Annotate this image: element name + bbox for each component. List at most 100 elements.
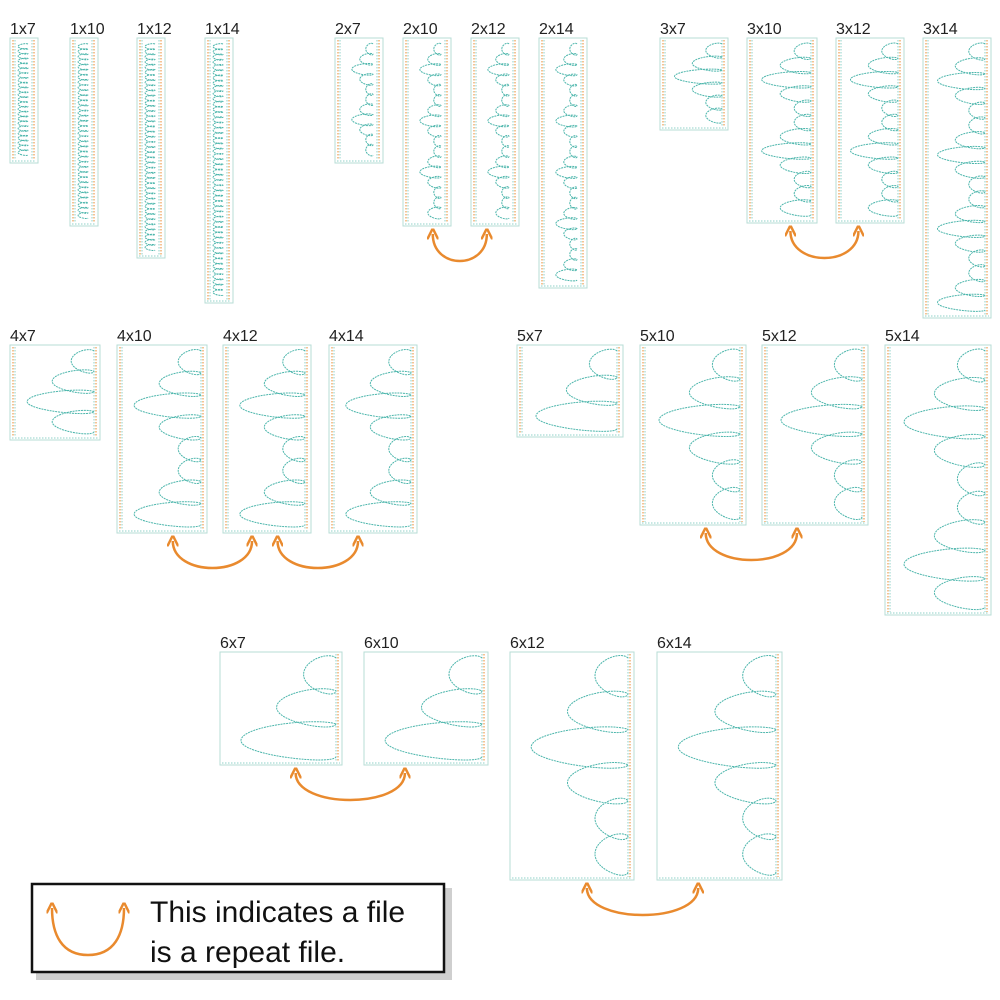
design-frame (884, 344, 992, 616)
design-3by7: 3x7 (659, 21, 729, 131)
design-1by10: 1x10 (69, 21, 105, 227)
design-1by7: 1x7 (9, 21, 39, 164)
design-size-label: 6x14 (657, 635, 692, 652)
design-1by12: 1x12 (136, 21, 172, 259)
loop-stitch-pattern (212, 43, 224, 296)
design-frame (761, 344, 869, 526)
loop-stitch-pattern (77, 43, 89, 219)
design-1by14: 1x14 (204, 21, 240, 304)
loop-stitch-pattern (17, 43, 29, 156)
loop-stitch-pattern (144, 43, 156, 251)
design-6by10: 6x10 (363, 635, 489, 766)
design-size-label: 5x14 (885, 328, 920, 345)
design-2by10: 2x10 (402, 21, 452, 227)
design-size-label: 6x12 (510, 635, 545, 652)
design-frame (402, 37, 452, 227)
design-5by7: 5x7 (516, 328, 624, 438)
legend-line-2: is a repeat file. (150, 936, 345, 969)
design-size-label: 2x14 (539, 21, 574, 38)
loop-stitch-pattern (351, 42, 374, 157)
design-size-label: 4x7 (10, 328, 36, 345)
design-frame (922, 37, 992, 319)
design-size-label: 5x12 (762, 328, 797, 345)
repeat-arrow-4x10-4x12 (173, 541, 252, 570)
repeat-arrow-5x10-5x12 (706, 533, 797, 562)
design-4by14: 4x14 (328, 328, 418, 534)
repeat-arrow-4x12-4x14 (278, 541, 358, 570)
loop-stitch-pattern (240, 655, 337, 761)
loop-stitch-pattern (384, 655, 483, 761)
design-3by12: 3x12 (835, 21, 905, 224)
loop-stitch-pattern (555, 42, 578, 282)
design-size-label: 1x14 (205, 21, 240, 38)
design-3by10: 3x10 (746, 21, 818, 224)
design-5by10: 5x10 (639, 328, 747, 526)
design-2by14: 2x14 (538, 21, 588, 289)
design-size-label: 5x10 (640, 328, 675, 345)
loop-stitch-pattern (487, 42, 510, 220)
loop-stitch-pattern (903, 348, 986, 611)
loop-stitch-pattern (419, 42, 442, 220)
design-size-label: 4x10 (117, 328, 152, 345)
design-size-label: 4x14 (329, 328, 364, 345)
design-4by12: 4x12 (222, 328, 312, 534)
design-size-label: 2x10 (403, 21, 438, 38)
design-5by12: 5x12 (761, 328, 869, 526)
design-size-label: 3x14 (923, 21, 958, 38)
design-frame (470, 37, 520, 227)
design-frame (363, 651, 489, 766)
design-5by14: 5x14 (884, 328, 992, 616)
design-frame (538, 37, 588, 289)
loop-stitch-pattern (133, 348, 202, 528)
design-frame (116, 344, 208, 534)
repeat-arrow-6x7-6x10 (296, 773, 405, 802)
design-size-label: 2x12 (471, 21, 506, 38)
design-6by14: 6x14 (656, 635, 783, 881)
legend-line-1: This indicates a file (150, 896, 405, 929)
legend: This indicates a file is a repeat file. (30, 882, 452, 980)
design-size-label: 1x12 (137, 21, 172, 38)
repeat-arrow-3x10-3x12 (790, 231, 858, 260)
loop-stitch-pattern (530, 655, 629, 876)
loop-stitch-pattern (658, 348, 741, 521)
design-frame (516, 344, 624, 438)
repeat-arrow-6x12-6x14 (587, 888, 698, 917)
loop-stitch-pattern (673, 42, 723, 124)
loop-stitch-pattern (535, 348, 618, 432)
design-size-label: 6x7 (220, 635, 246, 652)
design-size-label: 1x10 (70, 21, 105, 38)
design-size-label: 5x7 (517, 328, 543, 345)
design-4by7: 4x7 (9, 328, 101, 441)
loop-stitch-pattern (849, 42, 899, 217)
design-3by14: 3x14 (922, 21, 992, 319)
loop-stitch-pattern (780, 348, 863, 521)
loop-stitch-pattern (677, 655, 777, 876)
loop-stitch-pattern (239, 348, 306, 528)
design-frame (746, 37, 818, 224)
repeat-arrows-layer (173, 231, 859, 917)
design-frame (219, 651, 343, 766)
design-size-label: 2x7 (335, 21, 361, 38)
legend-box (30, 882, 446, 974)
design-size-label: 1x7 (10, 21, 36, 38)
design-size-label: 6x10 (364, 635, 399, 652)
design-frame (659, 37, 729, 131)
design-frame (639, 344, 747, 526)
design-size-label: 3x12 (836, 21, 871, 38)
design-frame (334, 37, 384, 164)
repeat-arrow-2x10-2x12 (433, 234, 487, 263)
design-6by7: 6x7 (219, 635, 343, 766)
design-2by7: 2x7 (334, 21, 384, 164)
loop-stitch-pattern (936, 42, 986, 312)
loop-stitch-pattern (26, 349, 95, 435)
design-6by12: 6x12 (509, 635, 635, 881)
design-frame (656, 651, 783, 881)
loop-stitch-pattern (761, 42, 812, 217)
design-frame (9, 344, 101, 441)
design-2by12: 2x12 (470, 21, 520, 227)
design-size-label: 4x12 (223, 328, 258, 345)
repeat-arrow-icon (52, 908, 124, 957)
design-frame (835, 37, 905, 224)
